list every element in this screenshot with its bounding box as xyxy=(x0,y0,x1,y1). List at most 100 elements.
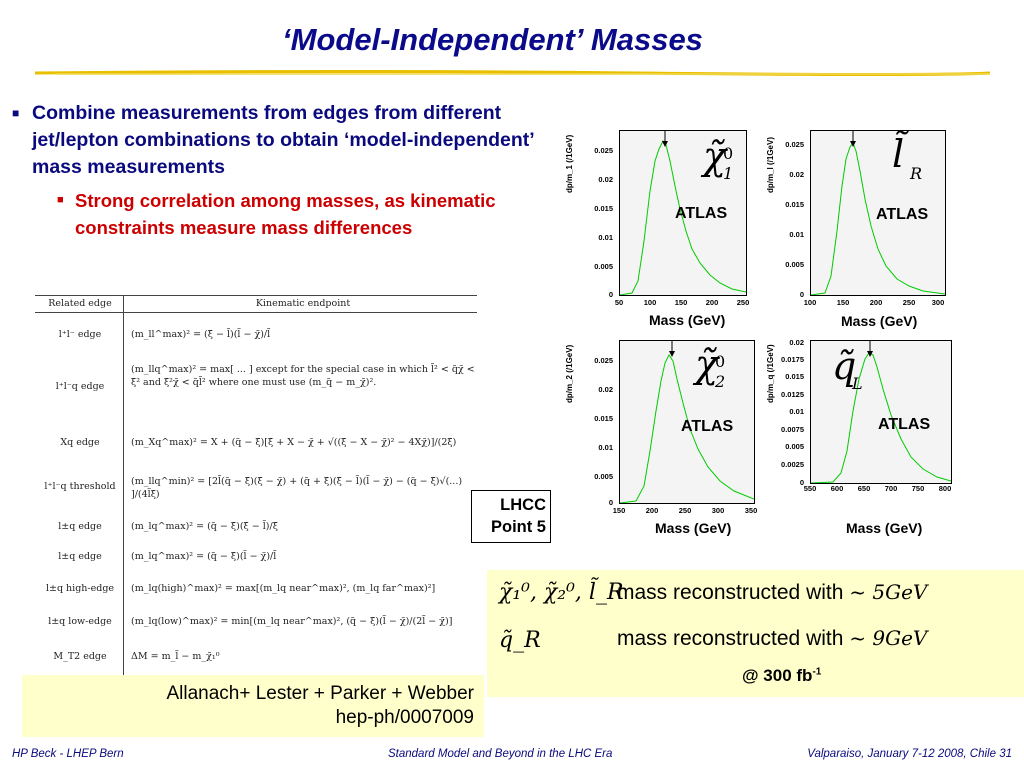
x-tick: 650 xyxy=(857,484,871,493)
y-tick: 0 xyxy=(799,478,804,487)
x-tick: 250 xyxy=(902,298,916,307)
footer-conference: Standard Model and Beyond in the LHC Era xyxy=(388,748,613,760)
symbol-glyph: q̃ xyxy=(832,344,857,388)
symbol-sub: 2 xyxy=(715,372,726,391)
endpoint-cell: (m_lq^max)² = (q̃ − ξ̃)(ξ̃ − l̃)/ξ̃ xyxy=(131,521,278,532)
edge-cell: M_T2 edge xyxy=(53,651,107,662)
x-tick: 100 xyxy=(643,298,657,307)
y-tick: 0.01 xyxy=(789,407,804,416)
plot-squark-l: dp/m_q (/1GeV) 0.02 0.0175 0.015 0.0125 … xyxy=(760,338,960,543)
endpoint-cell: (m_Xq^max)² = X + (q̃ − ξ̃)[ξ̃ + X − χ̃ … xyxy=(131,437,457,448)
atlas-label: ATLAS xyxy=(675,205,728,222)
y-tick: 0.0075 xyxy=(781,425,804,434)
endpoint-cell: (m_lq^max)² = (q̃ − ξ̃)(l̃ − χ̃)/l̃ xyxy=(131,551,277,562)
y-tick: 0.02 xyxy=(598,385,613,394)
y-tick: 0.005 xyxy=(594,262,613,271)
plot-area xyxy=(810,130,946,296)
symbol-glyph: χ̃ xyxy=(703,134,727,178)
symbol-glyph: l̃ xyxy=(892,132,905,176)
x-axis-label: Mass (GeV) xyxy=(840,518,929,538)
particle-symbol: χ̃ 0 2 xyxy=(695,342,725,391)
plot-chi2: dp/m_2 (/1GeV) 0.025 0.02 0.015 0.01 0.0… xyxy=(555,338,770,538)
y-tick: 0.01 xyxy=(789,230,804,239)
y-tick: 0 xyxy=(608,498,613,507)
mass-histogram xyxy=(620,131,746,295)
x-tick: 200 xyxy=(645,506,659,515)
x-tick: 250 xyxy=(736,298,750,307)
plot-chi1: dp/m_1 (/1GeV) 0.025 0.02 0.015 0.01 0.0… xyxy=(555,128,760,330)
atlas-label: ATLAS xyxy=(878,416,931,433)
lhcc-line2: Point 5 xyxy=(490,518,546,536)
x-tick: 150 xyxy=(836,298,850,307)
x-tick: 300 xyxy=(931,298,945,307)
luminosity-label: @ 300 fb-1 xyxy=(742,666,821,686)
results-line1-value: ~ 5GeV xyxy=(849,580,928,604)
endpoint-cell: (m_lq(high)^max)² = max[(m_lq near^max)²… xyxy=(131,583,436,594)
kinematic-endpoint-table: Related edge Kinematic endpoint l⁺l⁻ edg… xyxy=(35,295,477,675)
results-line2-value: ~ 9GeV xyxy=(849,626,928,650)
x-tick: 250 xyxy=(678,506,692,515)
y-tick: 0.005 xyxy=(785,260,804,269)
luminosity-exponent: -1 xyxy=(812,666,822,678)
footer-location-page: Valparaiso, January 7-12 2008, Chile 31 xyxy=(807,748,1012,760)
atlas-label: ATLAS xyxy=(681,418,734,435)
reference-authors: Allanach+ Lester + Parker + Webber xyxy=(166,683,474,704)
y-tick: 0.01 xyxy=(598,443,613,452)
y-tick: 0.02 xyxy=(789,338,804,347)
symbol-sub: L xyxy=(852,374,863,393)
results-line2: mass reconstructed with ~ 9GeV xyxy=(617,626,927,651)
bullet-square-icon: ■ xyxy=(57,194,64,206)
results-line1-symbols: χ̃₁⁰, χ̃₂⁰, l̃_R xyxy=(499,580,624,605)
edge-cell: l⁺l⁻q edge xyxy=(55,381,105,392)
x-tick: 350 xyxy=(744,506,758,515)
x-tick: 700 xyxy=(884,484,898,493)
symbol-glyph: χ̃ xyxy=(695,342,719,386)
reference-arxiv: hep-ph/0007009 xyxy=(335,707,474,728)
edge-cell: l±q edge xyxy=(58,551,102,562)
mass-histogram xyxy=(811,341,951,483)
y-tick: 0.0025 xyxy=(781,460,804,469)
bullet-sub: ■ Strong correlation among masses, as ki… xyxy=(57,187,542,241)
x-tick: 50 xyxy=(614,298,624,307)
bullet-list: ■ Combine measurements from edges from d… xyxy=(12,100,542,241)
y-tick: 0.02 xyxy=(789,170,804,179)
y-tick: 0 xyxy=(608,290,613,299)
y-tick: 0.015 xyxy=(785,372,804,381)
y-tick: 0.0125 xyxy=(781,390,804,399)
y-tick: 0.0175 xyxy=(781,355,804,364)
results-box: χ̃₁⁰, χ̃₂⁰, l̃_R mass reconstructed with… xyxy=(487,570,1024,697)
x-tick: 800 xyxy=(938,484,952,493)
x-tick: 150 xyxy=(612,506,626,515)
y-tick: 0.005 xyxy=(594,472,613,481)
edge-cell: l±q edge xyxy=(58,521,102,532)
y-tick: 0.025 xyxy=(594,356,613,365)
edge-cell: l±q low-edge xyxy=(48,616,112,627)
mass-histogram xyxy=(620,341,754,503)
edge-cell: l⁺l⁻q threshold xyxy=(44,481,116,492)
endpoint-cell: ΔM = m_l̃ − m_χ̃₁⁰ xyxy=(131,651,220,662)
reference-box: Allanach+ Lester + Parker + Webber hep-p… xyxy=(22,675,484,737)
header-kinematic-endpoint: Kinematic endpoint xyxy=(255,298,351,309)
edge-cell: Xq edge xyxy=(60,437,100,448)
y-tick: 0.01 xyxy=(598,233,613,242)
bullet-sub-text: Strong correlation among masses, as kine… xyxy=(75,190,496,238)
plot-area xyxy=(810,340,952,484)
endpoint-cell: (m_lq(low)^max)² = min[(m_lq near^max)²,… xyxy=(131,616,453,627)
particle-symbol: χ̃ 0 1 xyxy=(703,134,733,183)
y-tick: 0.015 xyxy=(785,200,804,209)
x-tick: 200 xyxy=(705,298,719,307)
edge-cell: l⁺l⁻ edge xyxy=(58,329,102,340)
x-tick: 550 xyxy=(803,484,817,493)
edge-cell: l±q high-edge xyxy=(45,583,115,594)
symbol-sub: 1 xyxy=(723,164,734,183)
footer-author: HP Beck - LHEP Bern xyxy=(12,748,124,760)
symbol-sup: 0 xyxy=(723,144,734,163)
y-tick: 0 xyxy=(799,290,804,299)
title-underline xyxy=(35,70,990,76)
symbol-sub: R xyxy=(910,164,923,183)
bullet-square-icon: ■ xyxy=(12,106,20,120)
y-tick: 0.015 xyxy=(594,204,613,213)
results-line2-text: mass reconstructed with xyxy=(617,627,844,650)
header-related-edge: Related edge xyxy=(48,298,112,309)
y-axis-label: dp/m_1 (/1GeV) xyxy=(565,134,574,193)
